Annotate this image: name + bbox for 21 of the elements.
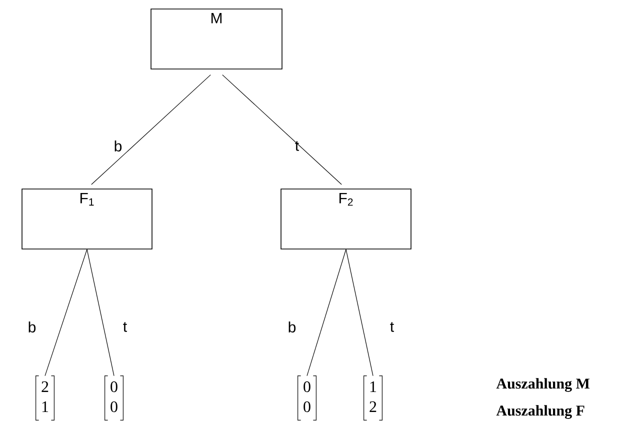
edge-label: t [295,141,299,151]
branch-line [44,249,88,376]
edge-label: b [28,321,36,332]
payoff-vector: 0 0 [104,375,124,420]
branch-line [222,74,342,185]
branch-line [306,249,346,376]
player-box: M [150,8,282,70]
payoff-vector: 0 0 [298,375,316,420]
row-label: Auszahlung F [496,405,584,419]
payoff-vector: 1 2 [364,375,382,420]
branch-line [86,249,114,376]
edge-label: t [390,322,394,332]
edge-label: b [288,321,296,332]
player-box: F$_{1}$ [22,188,152,250]
edge-label: b [114,140,122,152]
payoff-vector: 2 1 [36,375,54,420]
branch-line [91,74,211,185]
row-label: Auszahlung M [496,378,590,392]
edge-label: t [123,322,127,332]
player-box: F$_{2}$ [280,188,412,250]
branch-line [346,249,374,376]
